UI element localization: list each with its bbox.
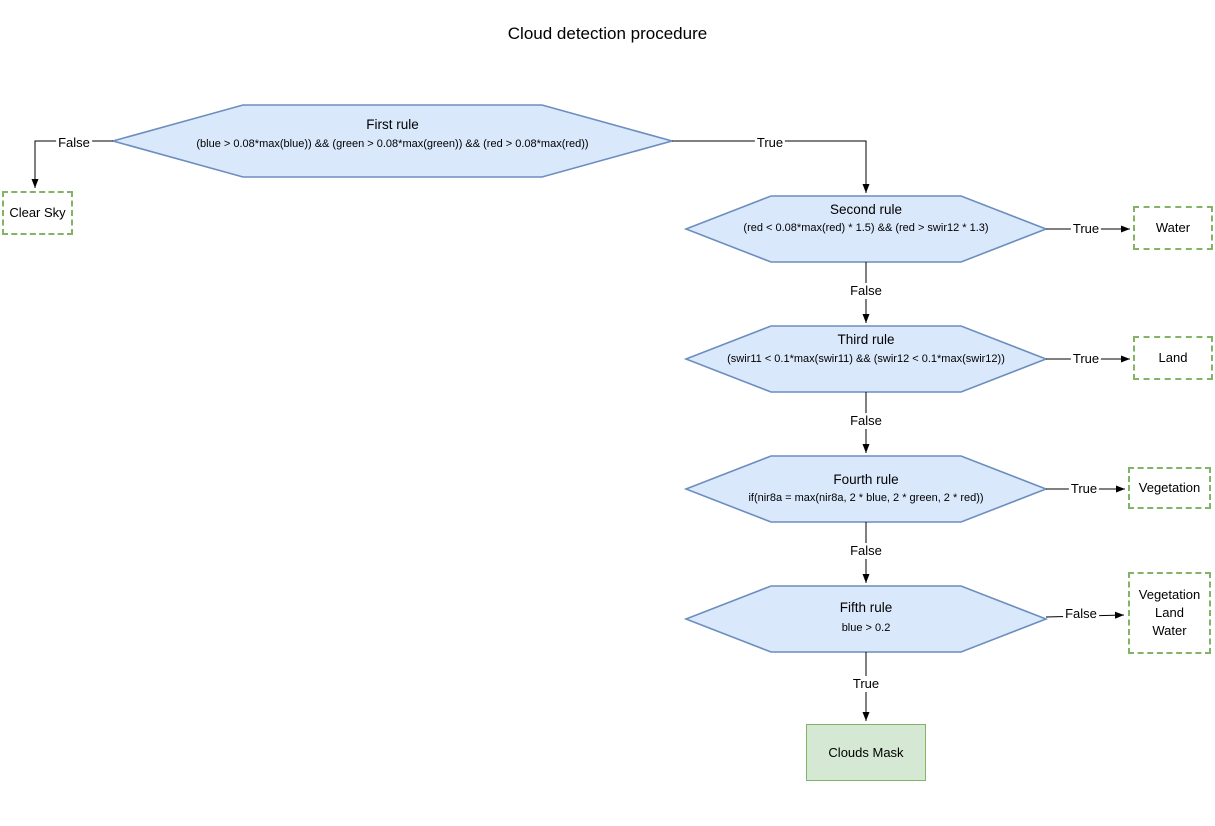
decision-second-rule-condition: (red < 0.08*max(red) * 1.5) && (red > sw… bbox=[743, 222, 989, 234]
edge-label-fifth-rule-false: False bbox=[1063, 606, 1099, 622]
terminal-water-label: Water bbox=[1155, 220, 1191, 235]
terminal-water: Water bbox=[1133, 206, 1213, 250]
result-clouds-mask: Clouds Mask bbox=[806, 724, 926, 781]
decision-fourth-rule-title: Fourth rule bbox=[833, 472, 899, 487]
page-title: Cloud detection procedure bbox=[507, 24, 708, 43]
edge-label-second-rule-false: False bbox=[848, 283, 884, 299]
arrow-first-rule-true bbox=[672, 140, 870, 193]
decision-fifth-rule-condition: blue > 0.2 bbox=[841, 622, 891, 634]
decision-third-rule-shape bbox=[683, 325, 1049, 393]
decision-first-rule-title: First rule bbox=[366, 117, 419, 132]
terminal-vegetation: Vegetation bbox=[1128, 467, 1211, 509]
terminal-vlw-line-water: Water bbox=[1152, 623, 1187, 638]
edge-label-third-rule-true: True bbox=[1070, 351, 1102, 367]
terminal-vlw-line-land: Land bbox=[1155, 605, 1184, 620]
edge-label-fourth-rule-false: False bbox=[848, 543, 884, 559]
decision-fourth-rule-condition: if(nir8a = max(nir8a, 2 * blue, 2 * gree… bbox=[748, 492, 984, 504]
terminal-land: Land bbox=[1133, 336, 1213, 380]
decision-fifth-rule-title: Fifth rule bbox=[839, 600, 893, 615]
edge-label-fourth-rule-true: True bbox=[1068, 481, 1100, 497]
terminal-vlw-line-vegetation: Vegetation bbox=[1138, 587, 1201, 602]
edge-label-first-rule-true: True bbox=[754, 135, 786, 151]
terminal-clear-sky: Clear Sky bbox=[2, 191, 73, 235]
edge-label-first-rule-false: False bbox=[56, 135, 92, 151]
edge-label-third-rule-false: False bbox=[848, 413, 884, 429]
decision-third-rule-title: Third rule bbox=[837, 332, 895, 347]
edge-label-fifth-rule-true: True bbox=[850, 676, 882, 692]
terminal-clear-sky-label: Clear Sky bbox=[9, 205, 66, 220]
decision-third-rule-condition: (swir11 < 0.1*max(swir11) && (swir12 < 0… bbox=[727, 353, 1005, 365]
terminal-land-label: Land bbox=[1158, 350, 1188, 365]
decision-fifth-rule-shape bbox=[683, 585, 1049, 653]
terminal-vegetation-label: Vegetation bbox=[1138, 480, 1201, 495]
decision-first-rule-condition: (blue > 0.08*max(blue)) && (green > 0.08… bbox=[196, 138, 589, 150]
result-clouds-mask-label: Clouds Mask bbox=[828, 745, 904, 760]
decision-fourth-rule-shape bbox=[683, 455, 1049, 523]
terminal-vegetation-land-water: Vegetation Land Water bbox=[1128, 572, 1211, 654]
decision-second-rule-shape bbox=[683, 195, 1049, 263]
edge-label-second-rule-true: True bbox=[1070, 221, 1102, 237]
decision-second-rule-title: Second rule bbox=[829, 202, 903, 217]
